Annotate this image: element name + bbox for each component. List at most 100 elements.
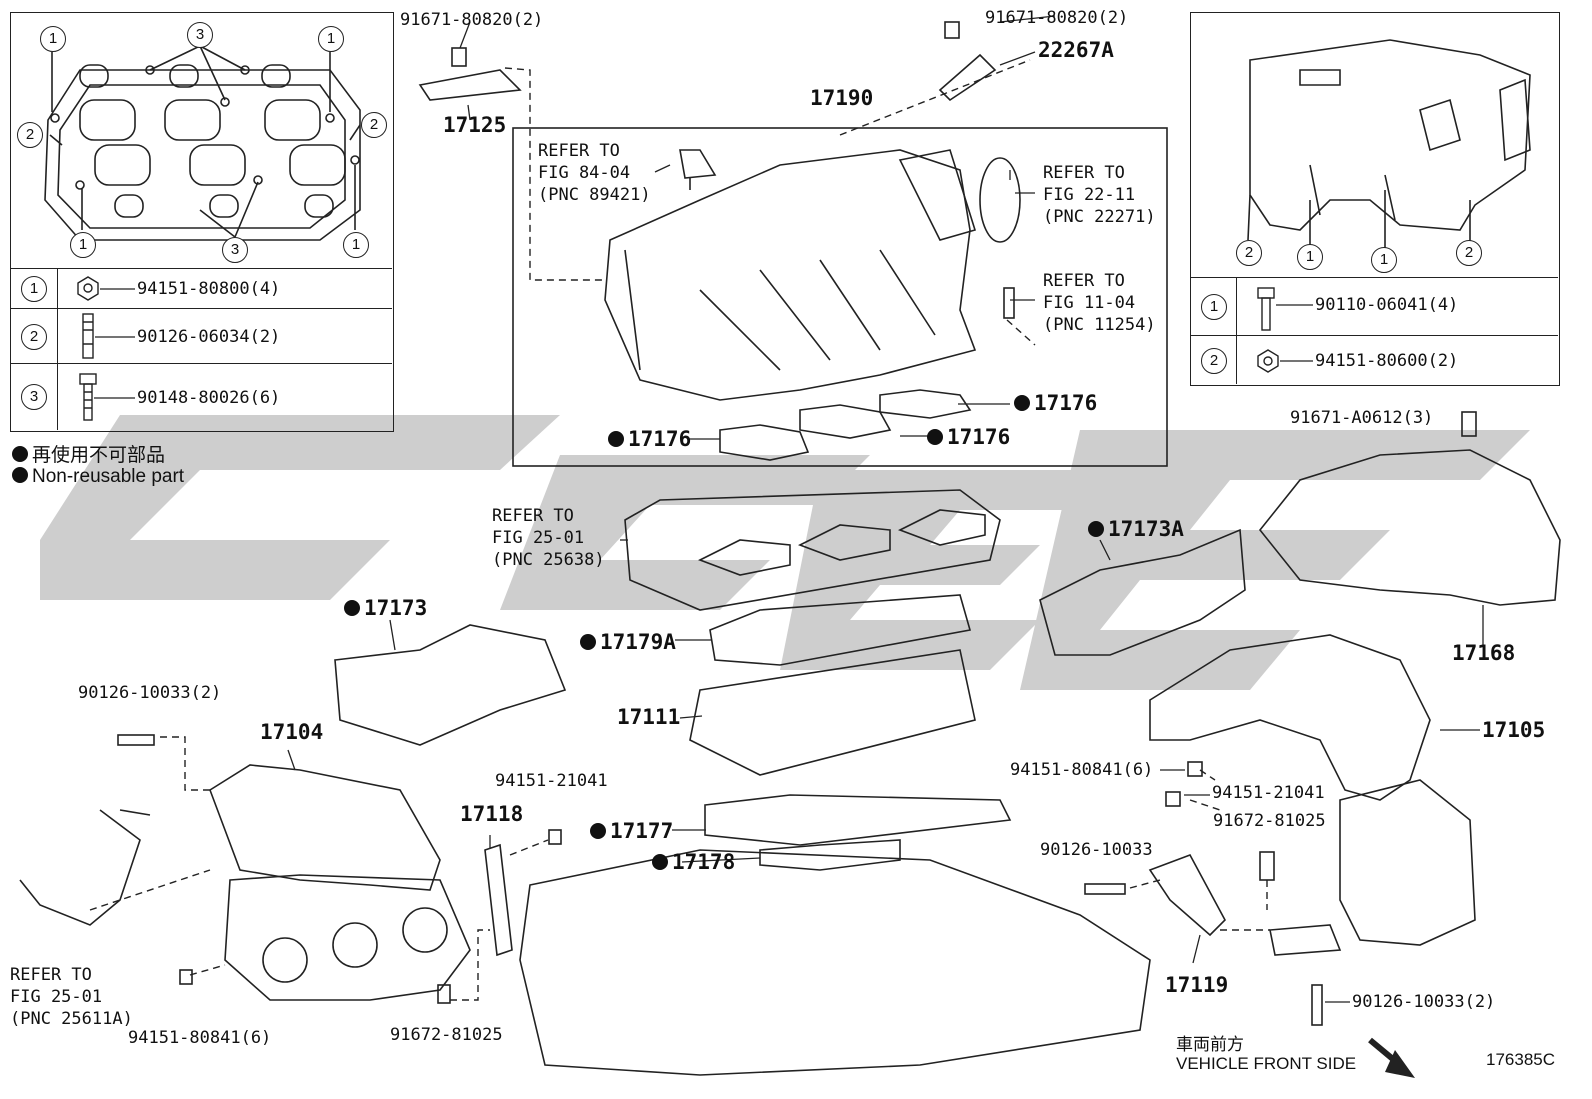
legend-en-text: Non-reusable part: [32, 466, 185, 487]
part-17176-right[interactable]: 17176: [1014, 393, 1097, 414]
intake-manifold-drawing: [604, 149, 1021, 401]
legend-jp: 再使用不可部品: [12, 440, 165, 467]
part-17173A[interactable]: 17173A: [1088, 519, 1184, 540]
table-ref-2: 2: [21, 324, 47, 350]
legend-jp-text: 再使用不可部品: [32, 445, 166, 466]
part-17105[interactable]: 17105: [1482, 718, 1546, 742]
front-side-en: VEHICLE FRONT SIDE: [1176, 1054, 1357, 1073]
gas-tube-drawing: [19, 809, 151, 926]
non-reusable-dot-icon: [12, 467, 28, 483]
callout-1-bottomleft: 1: [70, 232, 96, 258]
exhaust-manifold-left-drawing: [209, 764, 471, 1001]
part-17179A[interactable]: 17179A: [580, 632, 676, 653]
part-17104[interactable]: 17104: [260, 720, 324, 744]
callout-2-left: 2: [17, 122, 43, 148]
part-94151-80841-right[interactable]: 94151-80841(6): [1010, 760, 1154, 780]
part-17173[interactable]: 17173: [344, 598, 427, 619]
non-reusable-dot-icon: [590, 823, 606, 839]
refer-fig-11-04[interactable]: REFER TO FIG 11-04 (PNC 11254): [1043, 271, 1156, 335]
leader-lines: [89, 59, 1270, 1001]
part-17118[interactable]: 17118: [460, 802, 524, 826]
part-17179A-text: 17179A: [600, 630, 676, 654]
callout-1-topleft: 1: [40, 26, 66, 52]
refer-fig-25-01-b[interactable]: REFER TO FIG 25-01 (PNC 25611A): [10, 965, 133, 1029]
lower-manifold-drawing: [624, 489, 1012, 871]
illustration-code: 176385C: [1486, 1050, 1556, 1069]
callout-3-bottom: 3: [222, 237, 248, 263]
part-91672-81025-right[interactable]: 91672-81025: [1213, 811, 1326, 831]
inset-right-col-sep: [1236, 277, 1237, 384]
part-90148-80026[interactable]: 90148-80026(6): [137, 388, 281, 408]
inset-right-table-top: [1190, 277, 1558, 278]
inset-right-row-sep: [1190, 335, 1558, 336]
inset-left-frame: [10, 12, 394, 432]
bracket-17119-drawing: [1148, 854, 1226, 937]
part-17178-text: 17178: [672, 850, 736, 874]
callout-1-topright: 1: [318, 26, 344, 52]
non-reusable-dot-icon: [580, 634, 596, 650]
callout-1-bottomright: 1: [343, 232, 369, 258]
heat-insulator-drawing: [1258, 449, 1561, 606]
part-17125[interactable]: 17125: [443, 113, 507, 137]
part-17178[interactable]: 17178: [652, 852, 735, 873]
part-94151-80841-left[interactable]: 94151-80841(6): [128, 1028, 272, 1048]
part-94151-80800[interactable]: 94151-80800(4): [137, 279, 281, 299]
refer-fig-84-04[interactable]: REFER TO FIG 84-04 (PNC 89421): [538, 141, 651, 205]
inset-left-row-sep2: [10, 363, 392, 364]
engine-block-drawing: [519, 849, 1151, 1076]
non-reusable-dot-icon: [344, 600, 360, 616]
non-reusable-dot-icon: [927, 429, 943, 445]
exhaust-manifold-right-drawing: [1149, 634, 1476, 956]
non-reusable-dot-icon: [1088, 521, 1104, 537]
part-17176-middle-text: 17176: [947, 425, 1011, 449]
table-ref-1: 1: [21, 276, 47, 302]
callout-1-right: 1: [1371, 247, 1397, 273]
part-17176-left-text: 17176: [628, 427, 692, 451]
part-91671-80820-b[interactable]: 91671-80820(2): [985, 8, 1129, 28]
fastener-drawings: [117, 21, 1477, 1026]
part-90126-10033-2-right[interactable]: 90126-10033(2): [1352, 992, 1496, 1012]
non-reusable-dot-icon: [652, 854, 668, 870]
front-side-jp: 車両前方: [1176, 1035, 1244, 1054]
part-17119[interactable]: 17119: [1165, 973, 1229, 997]
callout-2-left: 2: [1236, 240, 1262, 266]
manifold-group-frame: [512, 127, 1168, 467]
callout-3-top: 3: [187, 22, 213, 48]
part-17168[interactable]: 17168: [1452, 641, 1516, 665]
part-22267A[interactable]: 22267A: [1038, 38, 1114, 62]
watermark-logo: [40, 415, 1530, 690]
part-90126-10033-right[interactable]: 90126-10033: [1040, 840, 1153, 860]
part-17190[interactable]: 17190: [810, 86, 874, 110]
gasket-17176-drawing: [719, 389, 972, 461]
front-arrow-icon: [1368, 1037, 1415, 1078]
part-94151-21041-right[interactable]: 94151-21041: [1212, 783, 1325, 803]
manifold-inset-drawing: [1247, 39, 1531, 255]
part-17176-middle[interactable]: 17176: [927, 427, 1010, 448]
part-17111[interactable]: 17111: [617, 705, 681, 729]
callout-2-right: 2: [361, 112, 387, 138]
part-17177[interactable]: 17177: [590, 821, 673, 842]
part-91671-80820-a[interactable]: 91671-80820(2): [400, 10, 544, 30]
part-94151-21041-left[interactable]: 94151-21041: [495, 771, 608, 791]
refer-fig-22-11[interactable]: REFER TO FIG 22-11 (PNC 22271): [1043, 163, 1156, 227]
table-ref-1: 1: [1201, 294, 1227, 320]
non-reusable-dot-icon: [608, 431, 624, 447]
inset-left-row-sep1: [10, 308, 392, 309]
part-94151-80600[interactable]: 94151-80600(2): [1315, 351, 1459, 371]
part-17176-right-text: 17176: [1034, 391, 1098, 415]
gasket-17173A-drawing: [1039, 528, 1246, 656]
part-90110-06041[interactable]: 90110-06041(4): [1315, 295, 1459, 315]
part-90126-06034[interactable]: 90126-06034(2): [137, 327, 281, 347]
inset-left-table-top: [10, 268, 392, 269]
solid-leaders: [287, 15, 1484, 1003]
part-90126-10033-2-left[interactable]: 90126-10033(2): [78, 683, 222, 703]
callout-1-left: 1: [1297, 244, 1323, 270]
non-reusable-dot-icon: [12, 446, 28, 462]
part-91672-81025-left[interactable]: 91672-81025: [390, 1025, 503, 1045]
stay-17118-drawing: [484, 843, 513, 957]
part-17176-left[interactable]: 17176: [608, 429, 691, 450]
inset-right-frame: [1190, 12, 1560, 386]
part-91671-A0612[interactable]: 91671-A0612(3): [1290, 408, 1434, 428]
refer-fig-25-01-a[interactable]: REFER TO FIG 25-01 (PNC 25638): [492, 506, 605, 570]
